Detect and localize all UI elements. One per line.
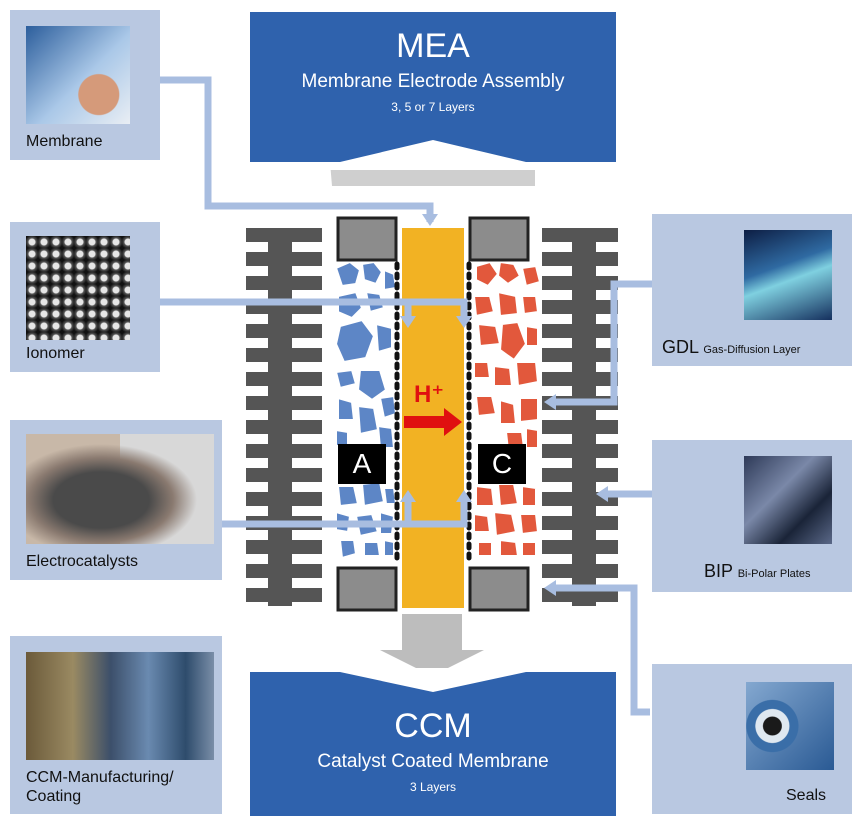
mea-title: MEA — [396, 27, 470, 65]
membrane-photo — [26, 26, 130, 124]
ccm-arrow — [380, 614, 484, 676]
ionomer-label: Ionomer — [26, 345, 85, 362]
ionomer-photo — [26, 236, 130, 340]
cathode-label: C — [478, 444, 526, 484]
electrocatalysts-box: Electrocatalysts — [10, 420, 222, 580]
right-bipolar-plate — [542, 228, 618, 606]
bip-photo — [744, 456, 832, 544]
connector-arrowheads — [400, 214, 608, 596]
ccm-subtitle: Catalyst Coated Membrane — [317, 751, 549, 772]
cathode-catalyst-layer — [472, 260, 542, 557]
gdl-label: GDL Gas-Diffusion Layer — [662, 338, 800, 360]
proton-arrow — [404, 408, 462, 436]
seals-photo — [746, 682, 834, 770]
bip-box: BIP Bi-Polar Plates — [652, 440, 852, 592]
ccm-box: CCM Catalyst Coated Membrane 3 Layers — [250, 672, 616, 816]
electrocatalysts-label: Electrocatalysts — [26, 553, 139, 570]
mea-box-notch — [250, 140, 616, 170]
electrocatalysts-photo — [26, 434, 214, 544]
gdl-full: Gas-Diffusion Layer — [703, 344, 801, 356]
seals-label: Seals — [786, 787, 827, 804]
gdl-photo — [744, 230, 832, 320]
ccm-layers: 3 Layers — [409, 780, 457, 794]
ionomer-box: Ionomer — [10, 222, 160, 372]
ccm-title: CCM — [394, 707, 472, 745]
anode-catalyst-layer — [334, 260, 398, 560]
left-bipolar-plate — [246, 228, 322, 606]
connector-arrows — [160, 76, 652, 716]
ccm-manufacturing-label: CCM-Manufacturing/ Coating — [26, 769, 174, 805]
mea-box: MEA Membrane Electrode Assembly 3, 5 or … — [250, 12, 616, 162]
gdl-box: GDL Gas-Diffusion Layer — [652, 214, 852, 366]
gdl-abbr: GDL — [662, 337, 699, 357]
seals — [336, 216, 530, 612]
ccm-manufacturing-box: CCM-Manufacturing/ Coating — [10, 636, 222, 814]
mea-layers: 3, 5 or 7 Layers — [391, 100, 475, 114]
mea-subtitle: Membrane Electrode Assembly — [301, 71, 565, 92]
bip-label: BIP Bi-Polar Plates — [704, 562, 810, 584]
membrane-label: Membrane — [26, 133, 103, 150]
ccm-box-notch — [250, 668, 616, 692]
bip-full: Bi-Polar Plates — [737, 568, 811, 580]
bip-abbr: BIP — [704, 561, 733, 581]
proton-label: H⁺ — [414, 381, 444, 408]
membrane-box: Membrane — [10, 10, 160, 160]
ccm-manufacturing-photo — [26, 652, 214, 760]
anode-label: A — [338, 444, 386, 484]
seals-box: Seals — [652, 664, 852, 814]
